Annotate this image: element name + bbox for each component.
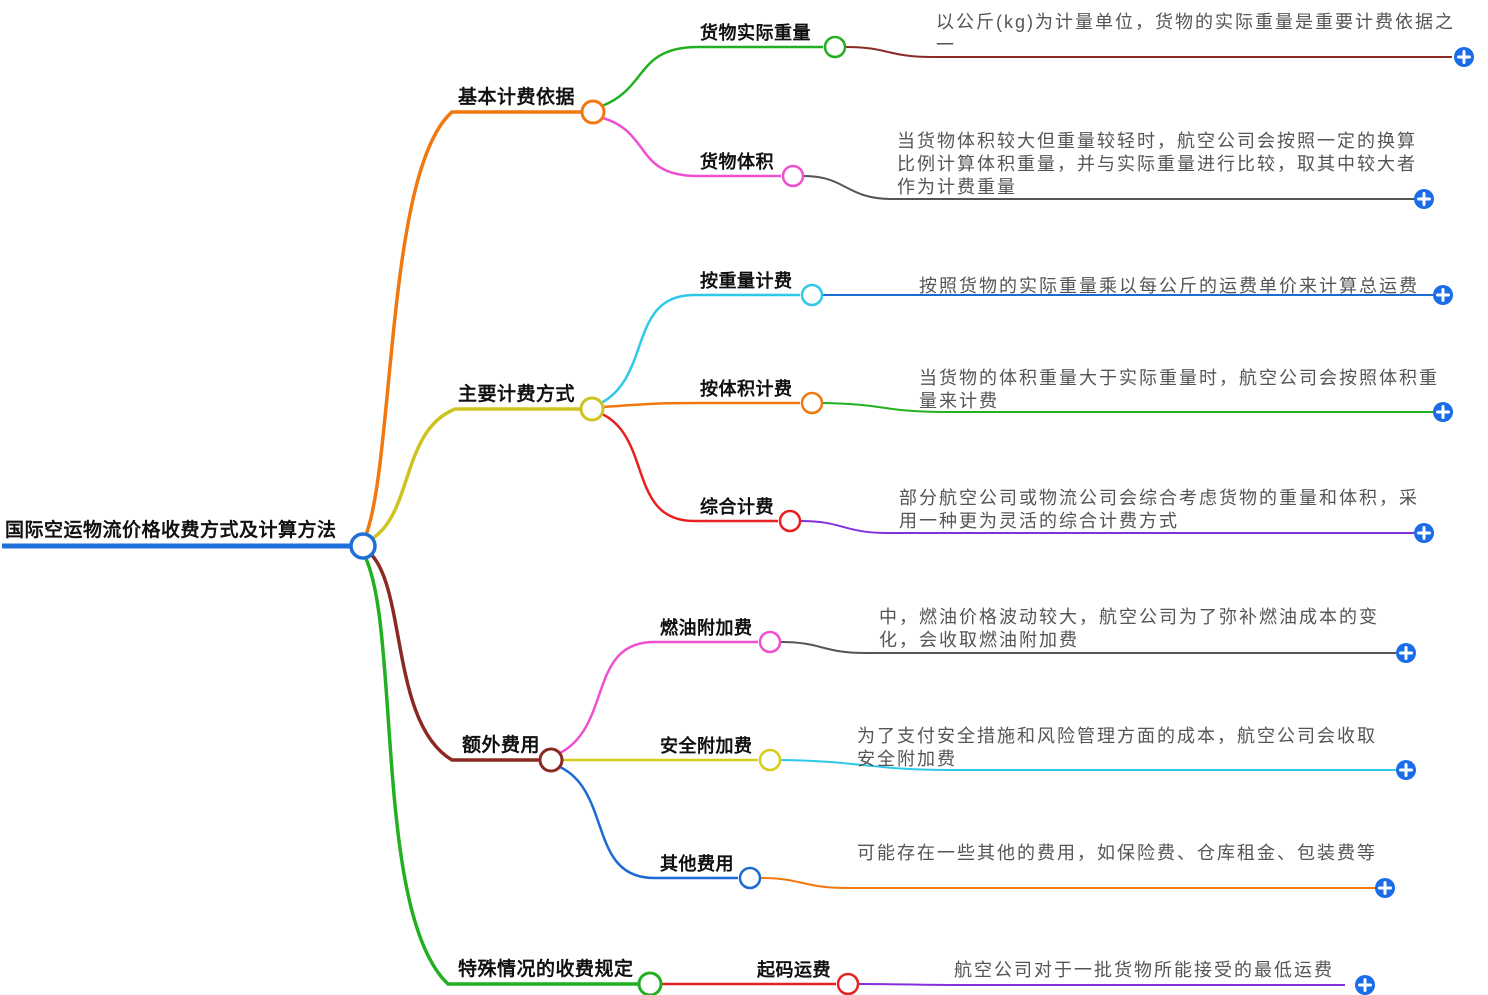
node-by-volume[interactable] <box>800 391 824 415</box>
child-label-by-volume[interactable]: 按体积计费 <box>700 379 793 399</box>
node-combined[interactable] <box>778 509 802 533</box>
edge-root-to-extra <box>363 547 540 762</box>
node-main-billing-methods[interactable] <box>579 396 605 422</box>
leaf-desc-combined[interactable]: 部分航空公司或物流公司会综合考虑货物的重量和体积，采用一种更为灵活的综合计费方式 <box>899 488 1419 531</box>
expand-plus-icon[interactable] <box>1373 876 1397 900</box>
edge-other-leaf <box>760 877 1375 889</box>
child-label-other-fees[interactable]: 其他费用 <box>660 854 734 874</box>
leaf-desc-by-weight[interactable]: 按照货物的实际重量乘以每公斤的运费单价来计算总运费 <box>919 276 1419 296</box>
branch-label-extra-fees[interactable]: 额外费用 <box>462 735 541 756</box>
node-extra-fees[interactable] <box>538 747 564 773</box>
edge-extra-to-other <box>559 765 738 880</box>
child-label-by-weight[interactable]: 按重量计费 <box>700 271 793 291</box>
edge-root-to-basic <box>362 110 582 541</box>
edge-fuel-leaf <box>780 641 1396 654</box>
leaf-desc-actual-weight[interactable]: 以公斤(kg)为计量单位，货物的实际重量是重要计费依据之一 <box>936 12 1455 55</box>
node-security-surcharge[interactable] <box>758 748 782 772</box>
edge-actual-weight-leaf <box>845 46 1452 58</box>
leaf-desc-minimum-freight[interactable]: 航空公司对于一批货物所能接受的最低运费 <box>954 960 1334 980</box>
edge-extra-to-fuel <box>559 640 758 755</box>
child-label-combined[interactable]: 综合计费 <box>700 497 774 517</box>
edge-root-to-special <box>360 550 639 986</box>
leaf-desc-cargo-volume[interactable]: 当货物体积较大但重量较轻时，航空公司会按照一定的换算比例计算体积重量，并与实际重… <box>897 131 1417 197</box>
child-label-fuel-surcharge[interactable]: 燃油附加费 <box>660 618 753 638</box>
node-cargo-volume[interactable] <box>781 164 805 188</box>
node-fuel-surcharge[interactable] <box>758 630 782 654</box>
edge-volume-leaf <box>803 175 1414 200</box>
child-label-minimum-freight[interactable]: 起码运费 <box>757 960 831 980</box>
node-other-fees[interactable] <box>738 866 762 890</box>
branch-label-special-rules[interactable]: 特殊情况的收费规定 <box>458 959 634 980</box>
edge-main-to-by-volume <box>602 401 800 409</box>
edge-minimum-leaf <box>858 983 1345 986</box>
edge-root-to-main <box>363 407 580 545</box>
edge-security-leaf <box>780 759 1396 771</box>
root-node-label[interactable]: 国际空运物流价格收费方式及计算方法 <box>5 520 337 541</box>
child-label-security-surcharge[interactable]: 安全附加费 <box>660 736 753 756</box>
node-by-weight[interactable] <box>800 283 824 307</box>
node-special-rules[interactable] <box>637 971 663 995</box>
node-root[interactable] <box>349 532 377 560</box>
branch-label-basic-billing-basis[interactable]: 基本计费依据 <box>458 87 576 108</box>
node-minimum-freight[interactable] <box>836 972 860 995</box>
leaf-desc-security-surcharge[interactable]: 为了支付安全措施和风险管理方面的成本，航空公司会收取安全附加费 <box>857 726 1377 769</box>
edge-basic-to-actual-weight <box>601 45 823 108</box>
edge-combined-leaf <box>800 520 1414 534</box>
edge-main-to-by-weight <box>600 293 800 405</box>
edge-basic-to-volume <box>602 116 781 178</box>
leaf-desc-fuel-surcharge[interactable]: 中，燃油价格波动较大，航空公司为了弥补燃油成本的变化，会收取燃油附加费 <box>879 607 1379 650</box>
leaf-desc-by-volume[interactable]: 当货物的体积重量大于实际重量时，航空公司会按照体积重量来计费 <box>919 368 1439 411</box>
edge-main-to-combined <box>601 412 778 523</box>
branch-label-main-billing-methods[interactable]: 主要计费方式 <box>458 384 576 405</box>
child-label-cargo-volume[interactable]: 货物体积 <box>700 152 774 172</box>
expand-plus-icon[interactable] <box>1394 758 1418 782</box>
leaf-desc-other-fees[interactable]: 可能存在一些其他的费用，如保险费、仓库租金、包装费等 <box>857 843 1377 863</box>
edge-by-volume-leaf <box>822 402 1433 413</box>
child-label-actual-weight[interactable]: 货物实际重量 <box>700 23 811 43</box>
node-basic-billing-basis[interactable] <box>580 99 606 125</box>
node-actual-weight[interactable] <box>823 35 847 59</box>
